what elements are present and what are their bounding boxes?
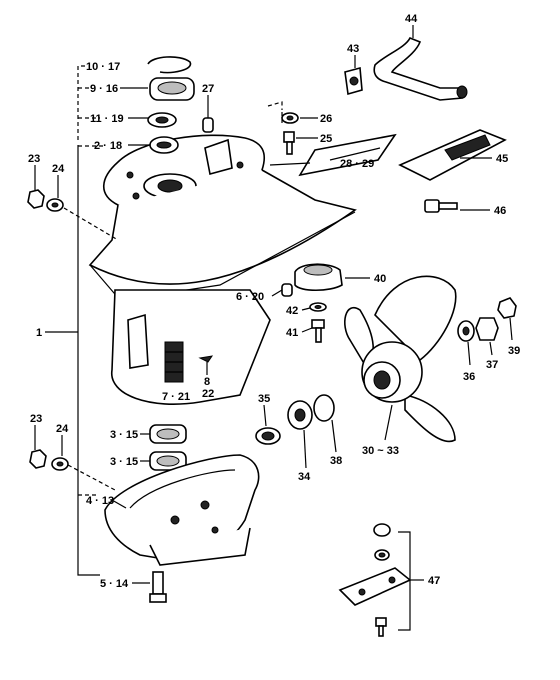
anode-28 [298, 133, 397, 177]
cover-plate-45 [398, 129, 507, 181]
anode-kit-47 [338, 523, 412, 637]
gear-case-upper-housing [88, 134, 357, 405]
callout-22: 22 [202, 388, 214, 400]
callout-3-15-upper: 3 · 15 [110, 429, 138, 441]
washer-24-lower [51, 457, 69, 471]
callout-24-upper: 24 [52, 163, 65, 175]
snap-ring-10 [147, 56, 192, 74]
callout-28-29: 28 · 29 [340, 158, 374, 170]
anode-40 [294, 263, 343, 292]
callout-37: 37 [486, 359, 498, 371]
bolt-41 [311, 319, 325, 343]
callout-25: 25 [320, 133, 332, 145]
nut-26 [281, 112, 299, 124]
bearing-3-upper [149, 424, 187, 444]
screw-8 [198, 355, 214, 363]
leader-lines [34, 25, 513, 584]
callout-30-33: 30 ~ 33 [362, 445, 399, 457]
callout-labels: 10 · 17 9 · 16 11 · 19 2 · 18 27 26 25 2… [28, 13, 520, 590]
seal-35 [255, 427, 281, 445]
callout-40: 40 [374, 273, 386, 285]
callout-6-20: 6 · 20 [236, 291, 264, 303]
propeller-30 [344, 275, 457, 443]
callout-3-15-lower: 3 · 15 [110, 456, 138, 468]
callout-24-lower: 24 [56, 423, 69, 435]
bearing-3-lower [149, 451, 187, 471]
callout-9-16: 9 · 16 [90, 83, 118, 95]
callout-10-17: 10 · 17 [86, 61, 120, 73]
callout-36: 36 [463, 371, 475, 383]
callout-23-upper: 23 [28, 153, 40, 165]
callout-8: 8 [204, 376, 210, 388]
bearing-34 [287, 400, 313, 430]
callout-38: 38 [330, 455, 342, 467]
callout-34: 34 [298, 471, 311, 483]
callout-47: 47 [428, 575, 440, 587]
callout-42: 42 [286, 305, 298, 317]
nut-23-lower [29, 449, 47, 469]
nut-23-upper [27, 189, 45, 209]
washer-24-upper [46, 198, 64, 212]
bolt-46 [424, 199, 458, 213]
guide-line-25 [267, 101, 283, 125]
callout-1: 1 [36, 327, 42, 339]
cotter-pin-37 [475, 317, 499, 341]
spacer-36 [457, 320, 475, 342]
callout-7-21: 7 · 21 [162, 391, 190, 403]
assembly-bracket-left [77, 65, 105, 576]
callout-27: 27 [202, 83, 214, 95]
nut-39 [497, 297, 517, 319]
washer-42 [309, 302, 327, 312]
callout-35: 35 [258, 393, 270, 405]
callout-46: 46 [494, 205, 506, 217]
callout-43: 43 [347, 43, 359, 55]
water-hose-44 [373, 36, 468, 101]
callout-45: 45 [496, 153, 508, 165]
callout-44: 44 [405, 13, 418, 25]
seal-2 [149, 136, 179, 154]
bolt-5 [149, 571, 167, 603]
pin-27 [202, 117, 214, 133]
callout-11-19: 11 · 19 [90, 113, 124, 125]
bolt-25 [283, 131, 295, 155]
callout-5-14: 5 · 14 [100, 578, 129, 590]
plug-6 [281, 283, 293, 297]
o-ring-38 [313, 394, 335, 422]
callout-2-18: 2 · 18 [94, 140, 122, 152]
callout-26: 26 [320, 113, 332, 125]
seal-11 [147, 112, 177, 128]
hose-grommet-43 [344, 66, 363, 96]
callout-23-lower: 23 [30, 413, 42, 425]
gear-case-lower-housing [104, 454, 260, 566]
callout-4-13: 4 · 13 [86, 495, 114, 507]
callout-39: 39 [508, 345, 520, 357]
bearing-9 [149, 77, 195, 101]
callout-41: 41 [286, 327, 298, 339]
